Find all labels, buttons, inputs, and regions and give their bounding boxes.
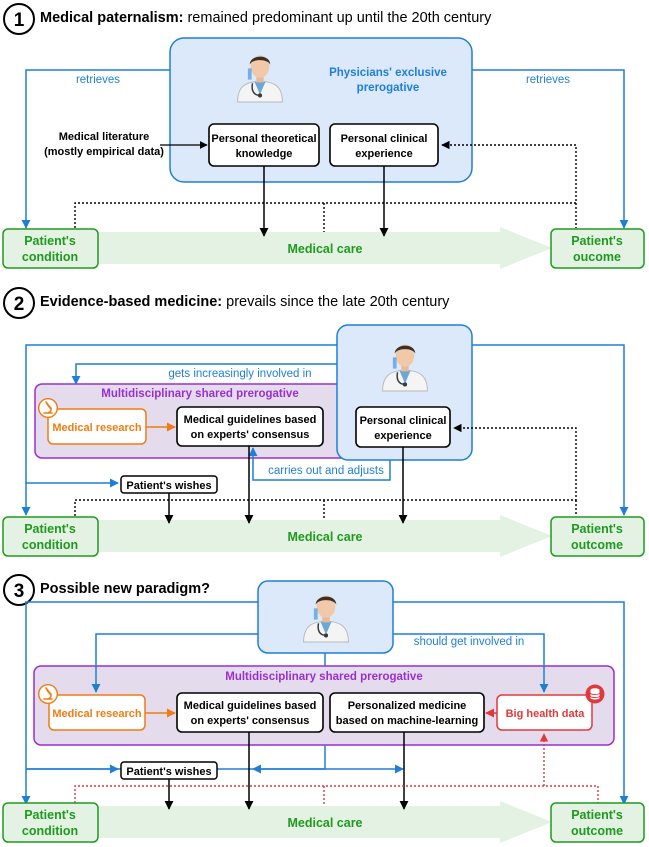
section-2-title: Evidence-based medicine: prevails since … xyxy=(40,294,450,310)
guidelines-line1: Medical guidelines based xyxy=(184,700,317,712)
carries-arrow xyxy=(248,447,391,481)
patient-outcome-box xyxy=(550,228,645,269)
patient-outcome-box xyxy=(550,516,645,557)
retrieves-right-label: retrieves xyxy=(526,74,570,86)
patient-outcome-line2: outcome xyxy=(571,538,623,552)
theoretical-knowledge-line1: Personal theoretical xyxy=(211,133,316,145)
personalized-medicine-box xyxy=(329,692,485,733)
section-3: 3 Possible new paradigm? Medical care Mu… xyxy=(2,574,645,843)
patient-outcome-line1: Patient's xyxy=(571,808,623,822)
to-research-arrow xyxy=(91,633,258,693)
guidelines-line1: Medical guidelines based xyxy=(184,414,317,426)
section-1-title: Medical paternalism: remained predominan… xyxy=(40,10,492,26)
patient-wishes-label: Patient's wishes xyxy=(126,480,211,492)
patient-wishes-label: Patient's wishes xyxy=(126,766,211,778)
patient-condition-box xyxy=(2,802,99,843)
prerogative-label-line1: Physicians' exclusive xyxy=(329,67,447,79)
patient-outcome-line2: oucome xyxy=(573,250,621,264)
guidelines-line2: on experts' consensus xyxy=(191,715,310,727)
database-icon xyxy=(585,684,605,704)
medical-care-label: Medical care xyxy=(287,530,362,544)
should-involved-label: should get involved in xyxy=(414,636,525,648)
clinical-experience-line2: experience xyxy=(374,430,431,442)
patient-outcome-line1: Patient's xyxy=(571,522,623,536)
red-feedback-dotted xyxy=(74,785,599,803)
literature-line2: (mostly empirical data) xyxy=(44,146,164,158)
retrieves-right-arrow xyxy=(472,69,629,229)
guidelines-box xyxy=(176,692,324,733)
medical-care-label: Medical care xyxy=(287,816,362,830)
medical-care-arrow xyxy=(95,515,552,557)
patient-condition-line2: condition xyxy=(22,824,78,838)
patient-outcome-line1: Patient's xyxy=(571,234,623,248)
section-1-number: 1 xyxy=(14,10,25,31)
patient-condition-line2: condition xyxy=(22,250,78,264)
patient-outcome-line2: outcome xyxy=(571,824,623,838)
medical-care-label: Medical care xyxy=(287,242,362,256)
patient-condition-line2: condition xyxy=(22,538,78,552)
patient-outcome-box xyxy=(550,802,645,843)
involved-label: gets increasingly involved in xyxy=(168,368,311,380)
medical-care-arrow xyxy=(95,227,552,269)
carries-label: carries out and adjusts xyxy=(268,465,384,477)
involved-arrow xyxy=(71,363,337,385)
section-3-number-circle xyxy=(3,574,35,606)
patient-condition-line1: Patient's xyxy=(24,522,76,536)
section-2-number-circle xyxy=(3,287,35,319)
section-1: 1 Medical paternalism: remained predomin… xyxy=(2,3,645,269)
microscope-icon xyxy=(38,398,58,418)
patient-condition-line1: Patient's xyxy=(24,234,76,248)
retrieves-left-arrow xyxy=(21,69,170,229)
literature-line1: Medical literature xyxy=(59,131,149,143)
guidelines-line2: on experts' consensus xyxy=(191,429,310,441)
section-1-number-circle xyxy=(3,3,35,35)
section-2: 2 Evidence-based medicine: prevails sinc… xyxy=(2,287,645,557)
medical-research-label: Medical research xyxy=(52,708,142,720)
left-observation-arrow xyxy=(21,344,337,516)
clinical-experience-line1: Personal clinical xyxy=(341,133,428,145)
clinical-experience-line2: experience xyxy=(355,148,412,160)
medical-research-label: Medical research xyxy=(52,422,142,434)
shared-prerogative-label: Multidisciplinary shared prerogative xyxy=(101,388,298,400)
personalized-line1: Personalized medicine xyxy=(348,700,467,712)
microscope-icon xyxy=(38,684,58,704)
right-observation-arrow xyxy=(393,601,629,805)
right-observation-arrow xyxy=(472,344,629,516)
patient-condition-line1: Patient's xyxy=(24,808,76,822)
shared-prerogative-label: Multidisciplinary shared prerogative xyxy=(225,671,422,683)
section-2-number: 2 xyxy=(14,294,25,315)
left-observation-arrow xyxy=(21,601,258,805)
clinical-experience-line1: Personal clinical xyxy=(360,415,447,427)
prerogative-label-line2: prerogative xyxy=(357,82,420,94)
to-bigdata-arrow xyxy=(393,633,549,693)
medical-care-arrow xyxy=(95,801,552,843)
theoretical-knowledge-line2: knowledge xyxy=(236,148,293,160)
patient-condition-box xyxy=(2,228,99,269)
section-3-number: 3 xyxy=(14,581,25,602)
guidelines-box xyxy=(176,406,324,447)
big-health-data-label: Big health data xyxy=(506,708,586,720)
personalized-line2: based on machine-learning xyxy=(336,715,478,727)
retrieves-left-label: retrieves xyxy=(76,74,120,86)
section-3-title: Possible new paradigm? xyxy=(40,581,210,597)
patient-condition-box xyxy=(2,516,99,557)
